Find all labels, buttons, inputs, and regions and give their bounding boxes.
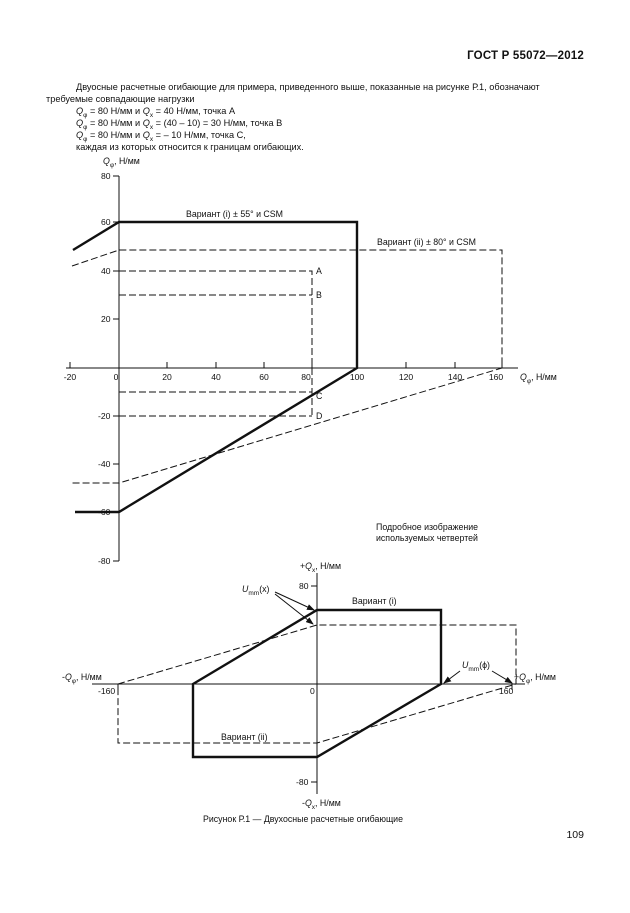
y-tick-60: 60 <box>101 217 111 227</box>
chart1-variant-i-envelope <box>72 220 359 514</box>
chart2-variant-i-label: Вариант (i) <box>352 596 397 606</box>
chart2-tick-bottom: -80 <box>296 777 309 787</box>
x-tick-80: 80 <box>301 372 311 382</box>
label-point-a: A <box>316 266 322 276</box>
chart2-variant-ii-envelope <box>117 624 517 744</box>
intro-paragraph: Двуосные расчетные огибающие для примера… <box>46 82 540 105</box>
x-tick-0: 0 <box>114 372 119 382</box>
chart2-bottom-axis-label: -Qx, Н/мм <box>302 798 341 811</box>
chart2-title-line2: используемых четвертей <box>376 533 478 543</box>
chart2-tick-top: 80 <box>299 581 309 591</box>
chart2-tick-zero: 0 <box>310 686 315 696</box>
y-tick-80: 80 <box>101 171 111 181</box>
x-tick-120: 120 <box>399 372 414 382</box>
page-number: 109 <box>566 829 584 841</box>
chart1-variant-ii-label: Вариант (ii) ± 80° и CSM <box>377 237 476 247</box>
document-header: ГОСТ Р 55072—2012 <box>467 50 584 62</box>
x-tick-100: 100 <box>350 372 365 382</box>
closing-line: каждая из которых относится к границам о… <box>76 142 304 152</box>
point-a-line <box>119 270 313 368</box>
y-tick-40: 40 <box>101 266 111 276</box>
chart2-right-axis-label: +Qφ, Н/мм <box>514 672 556 685</box>
list-item-point-a: Qφ = 80 Н/мм и Qx = 40 Н/мм, точка A <box>76 106 236 119</box>
x-tick-60: 60 <box>259 372 269 382</box>
chart1-y-axis-label: Qφ, Н/мм <box>103 156 140 169</box>
list-item-point-c: Qφ = 80 Н/мм и Qx = – 10 Н/мм, точка C, <box>76 130 246 143</box>
x-tick-140: 140 <box>448 372 463 382</box>
chart1-x-ticklabels: -20 0 20 40 60 80 100 120 140 160 <box>64 372 504 382</box>
u-mm-phi-arrow-1 <box>443 670 461 684</box>
x-tick-40: 40 <box>211 372 221 382</box>
chart2-variant-ii-label: Вариант (ii) <box>221 732 268 742</box>
x-tick-160: 160 <box>489 372 504 382</box>
u-mm-x-arrow-1 <box>274 591 315 611</box>
chart1-x-axis-label: Qφ, Н/мм <box>520 372 557 385</box>
u-mm-x-label: Umm(x) <box>242 584 270 597</box>
label-point-d: D <box>316 411 322 421</box>
chart1-variant-i-label: Вариант (i) ± 55° и CSM <box>186 209 283 219</box>
label-point-b: B <box>316 290 322 300</box>
u-mm-x-arrow-2 <box>274 593 314 625</box>
y-tick-m80: -80 <box>98 556 111 566</box>
chart2-tick-right: 160 <box>499 686 514 696</box>
x-tick-m20: -20 <box>64 372 77 382</box>
chart2-top-axis-label: +Qx, Н/мм <box>300 561 341 574</box>
label-point-c: C <box>316 391 323 401</box>
u-mm-phi-label: Umm(ϕ) <box>462 660 490 673</box>
list-item-point-b: Qφ = 80 Н/мм и Qx = (40 – 10) = 30 Н/мм,… <box>76 118 283 131</box>
chart2-title-line1: Подробное изображение <box>376 522 478 532</box>
chart2-variant-i-envelope <box>191 608 443 759</box>
x-tick-20: 20 <box>162 372 172 382</box>
y-tick-m40: -40 <box>98 459 111 469</box>
chart2-axes <box>92 573 525 794</box>
figure-caption: Рисунок Р.1 — Двухосные расчетные огибаю… <box>203 814 403 824</box>
chart2-tick-left: -160 <box>98 686 115 696</box>
chart2-left-axis-label: -Qφ, Н/мм <box>62 672 102 685</box>
y-tick-20: 20 <box>101 314 111 324</box>
chart1-variant-ii-envelope <box>71 249 503 484</box>
u-mm-phi-arrow-2 <box>491 670 513 684</box>
y-tick-m20: -20 <box>98 411 111 421</box>
